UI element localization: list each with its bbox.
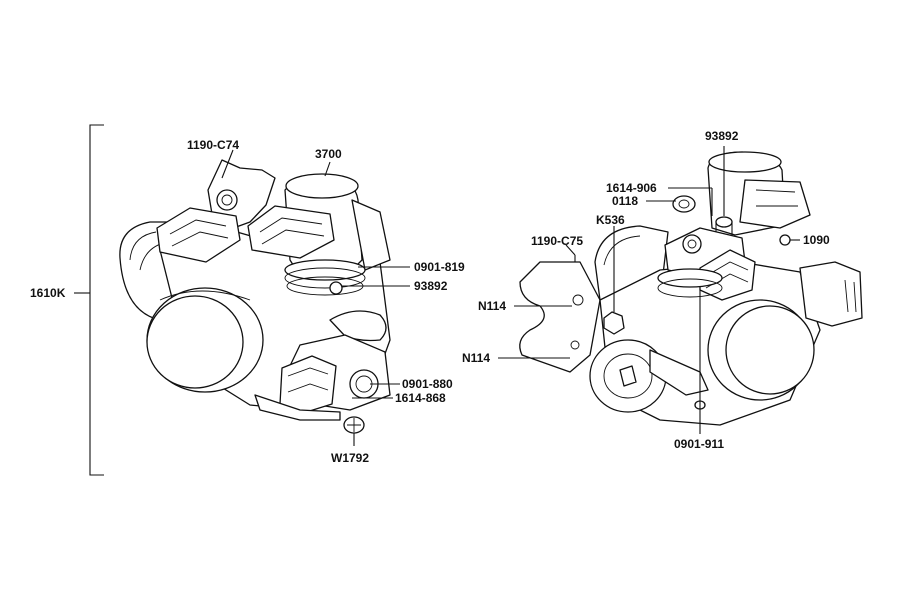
label-1190-c74: 1190-C74	[187, 138, 239, 152]
assembly-label: 1610K	[30, 286, 66, 300]
label-1190-c75: 1190-C75	[531, 234, 583, 248]
label-3700: 3700	[315, 147, 342, 161]
label-1090: 1090	[803, 233, 830, 247]
label-0901-880: 0901-880	[402, 377, 453, 391]
label-k536: K536	[596, 213, 625, 227]
assembly-bracket	[74, 124, 104, 476]
label-1614-868: 1614-868	[395, 391, 446, 405]
left-leader-lines	[221, 149, 410, 446]
label-0901-819: 0901-819	[414, 260, 465, 274]
label-0901-911: 0901-911	[674, 437, 724, 451]
label-1614-906: 1614-906	[606, 181, 657, 195]
label-n114-lower: N114	[462, 351, 490, 365]
label-n114-upper: N114	[478, 299, 506, 313]
label-93892-right: 93892	[705, 129, 739, 143]
label-93892-left: 93892	[414, 279, 448, 293]
left-throttle-body	[119, 159, 391, 434]
label-w1792: W1792	[331, 451, 369, 465]
right-throttle-body	[519, 151, 863, 426]
right-leader-lines	[498, 146, 800, 434]
label-0118: 0118	[612, 194, 638, 208]
